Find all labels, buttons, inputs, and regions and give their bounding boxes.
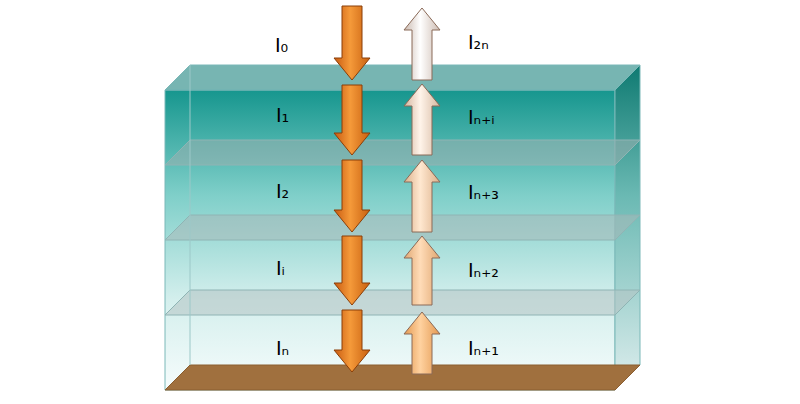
intensity-label: I₁ xyxy=(276,106,289,125)
upward-arrows xyxy=(404,8,440,374)
ground-surface xyxy=(165,365,640,390)
intensity-label: I₂ xyxy=(276,182,289,201)
slab-top-face xyxy=(165,65,640,90)
down-arrow xyxy=(334,6,370,80)
down-arrow xyxy=(334,85,370,155)
up-arrow xyxy=(404,8,440,80)
intensity-label: Iₙ₊₃ xyxy=(468,183,499,202)
layer-interface xyxy=(165,140,640,165)
slab-back-edge xyxy=(190,65,191,365)
intensity-label: I₂ₙ xyxy=(468,33,489,52)
layer-interface xyxy=(165,290,640,315)
up-arrow xyxy=(404,84,440,155)
intensity-label: Iₙ₊ᵢ xyxy=(468,108,495,127)
up-arrow xyxy=(404,160,440,232)
up-arrow xyxy=(404,236,440,305)
intensity-label: Iₙ₊₁ xyxy=(468,339,499,358)
layer-interface xyxy=(165,215,640,240)
intensity-label: Iᵢ xyxy=(276,259,285,278)
up-arrow xyxy=(404,312,440,374)
intensity-label: I₀ xyxy=(275,36,288,55)
intensity-label: Iₙ₊₂ xyxy=(468,261,499,280)
down-arrow xyxy=(334,310,370,372)
down-arrow xyxy=(334,160,370,232)
down-arrow xyxy=(334,236,370,305)
downward-arrows xyxy=(334,6,370,372)
intensity-label: Iₙ xyxy=(276,339,289,358)
